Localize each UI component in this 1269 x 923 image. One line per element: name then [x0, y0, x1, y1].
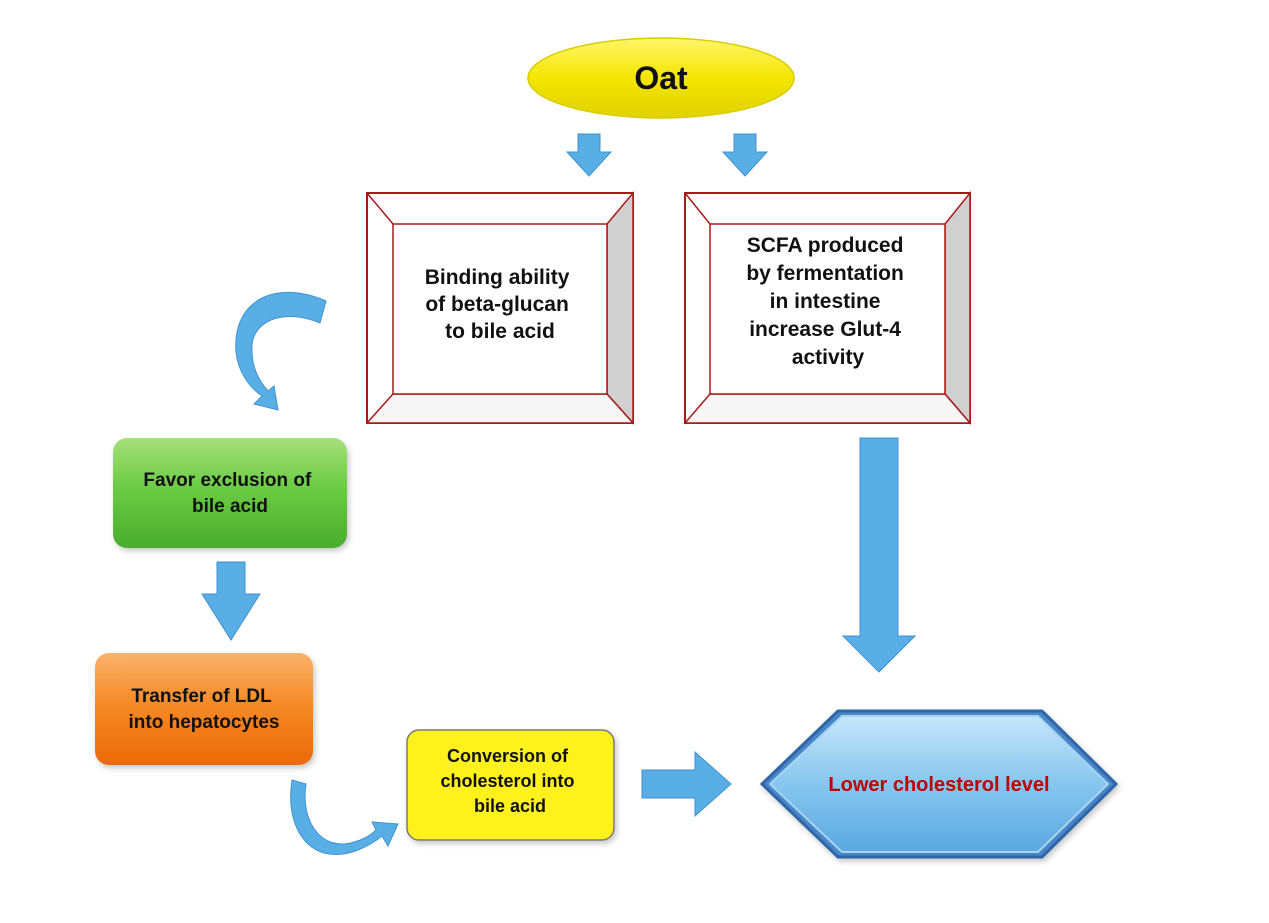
transfer-node: Transfer of LDL into hepatocytes [95, 653, 313, 765]
favor-node: Favor exclusion of bile acid [113, 438, 347, 548]
binding-line-3: to bile acid [445, 320, 555, 343]
binding-node: Binding ability of beta-glucan to bile a… [365, 190, 635, 425]
arrow-oat-to-binding [565, 133, 613, 177]
conversion-node: Conversion of cholesterol into bile acid [406, 729, 615, 841]
curved-arrow-transfer-to-conversion [290, 779, 399, 855]
conversion-line-2: cholesterol into [440, 771, 574, 791]
svg-text:Transfer of LDL into he: Transfer of LDL into hepatocytes [129, 686, 280, 733]
scfa-line-4: increase Glut-4 [749, 318, 901, 341]
svg-text:Conversion of cholestero: Conversion of cholesterol into bile acid [440, 746, 579, 816]
lower-cholesterol-label: Lower cholesterol level [828, 774, 1049, 796]
arrow-favor-to-transfer [201, 561, 261, 641]
scfa-node: SCFA produced by fermentation in intesti… [683, 190, 972, 426]
svg-text:SCFA produced by ferment: SCFA produced by fermentation in intesti… [746, 234, 909, 369]
oat-node: Oat [527, 37, 795, 119]
scfa-line-1: SCFA produced [747, 234, 904, 257]
svg-text:Favor exclusion of bile: Favor exclusion of bile acid [143, 470, 316, 517]
lower-cholesterol-node: Lower cholesterol level [759, 709, 1119, 859]
scfa-line-3: in intestine [770, 290, 881, 313]
transfer-line-2: into hepatocytes [129, 712, 280, 733]
favor-line-2: bile acid [192, 496, 268, 517]
conversion-line-3: bile acid [474, 796, 546, 816]
binding-line-1: Binding ability [425, 266, 570, 289]
arrow-conversion-to-lower [641, 750, 732, 818]
arrow-scfa-to-lower [841, 437, 917, 673]
svg-text:Binding ability of beta-: Binding ability of beta-glucan to bile a… [425, 266, 576, 343]
transfer-line-1: Transfer of LDL [131, 686, 272, 707]
favor-line-1: Favor exclusion of [143, 470, 312, 491]
oat-label: Oat [634, 60, 688, 96]
conversion-line-1: Conversion of [447, 746, 569, 766]
scfa-line-2: by fermentation [746, 262, 904, 285]
binding-line-2: of beta-glucan [425, 293, 569, 316]
curved-arrow-binding-to-favor [235, 291, 327, 411]
scfa-line-5: activity [792, 346, 865, 369]
arrow-oat-to-scfa [721, 133, 769, 177]
